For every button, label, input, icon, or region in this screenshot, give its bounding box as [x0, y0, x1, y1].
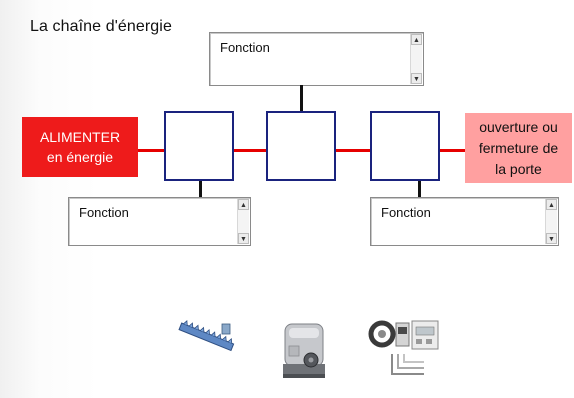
- output-label-line3: la porte: [495, 160, 542, 177]
- input-label-alimenter: ALIMENTER en énergie: [22, 117, 138, 177]
- function-box-label: Fonction: [220, 40, 270, 55]
- function-box-label: Fonction: [79, 205, 129, 220]
- scroll-up-arrow-icon[interactable]: ▲: [238, 199, 249, 210]
- scrollbar[interactable]: ▲ ▼: [410, 34, 422, 84]
- energy-line-4: [440, 149, 465, 152]
- motor-unit-image[interactable]: [281, 318, 329, 380]
- connector-line-left: [199, 181, 202, 197]
- energy-line-1: [138, 149, 164, 152]
- output-label-line2: fermeture de: [478, 139, 559, 156]
- function-box-left[interactable]: Fonction ▲ ▼: [68, 197, 251, 246]
- connector-line-right: [418, 181, 421, 197]
- function-block-2[interactable]: [266, 111, 336, 181]
- rack-gear-image[interactable]: [176, 318, 240, 358]
- scrollbar[interactable]: ▲ ▼: [237, 199, 249, 244]
- scroll-down-arrow-icon[interactable]: ▼: [238, 233, 249, 244]
- function-block-3[interactable]: [370, 111, 440, 181]
- energy-line-3: [336, 149, 370, 152]
- scroll-down-arrow-icon[interactable]: ▼: [546, 233, 557, 244]
- output-label-porte: ouverture ou fermeture de la porte: [465, 113, 572, 183]
- scroll-up-arrow-icon[interactable]: ▲: [411, 34, 422, 45]
- output-label-line1: ouverture ou: [479, 118, 558, 135]
- function-block-1[interactable]: [164, 111, 234, 181]
- scroll-down-arrow-icon[interactable]: ▼: [411, 73, 422, 84]
- function-box-right[interactable]: Fonction ▲ ▼: [370, 197, 559, 246]
- input-label-line1: ALIMENTER: [39, 129, 121, 145]
- input-label-line2: en énergie: [46, 149, 114, 165]
- energy-line-2: [234, 149, 266, 152]
- connector-line-top: [300, 85, 303, 111]
- electrical-components-image[interactable]: [368, 318, 440, 380]
- function-box-label: Fonction: [381, 205, 431, 220]
- scroll-up-arrow-icon[interactable]: ▲: [546, 199, 557, 210]
- page-title: La chaîne d'énergie: [30, 18, 172, 35]
- function-box-top[interactable]: Fonction ▲ ▼: [209, 32, 424, 86]
- scrollbar[interactable]: ▲ ▼: [545, 199, 557, 244]
